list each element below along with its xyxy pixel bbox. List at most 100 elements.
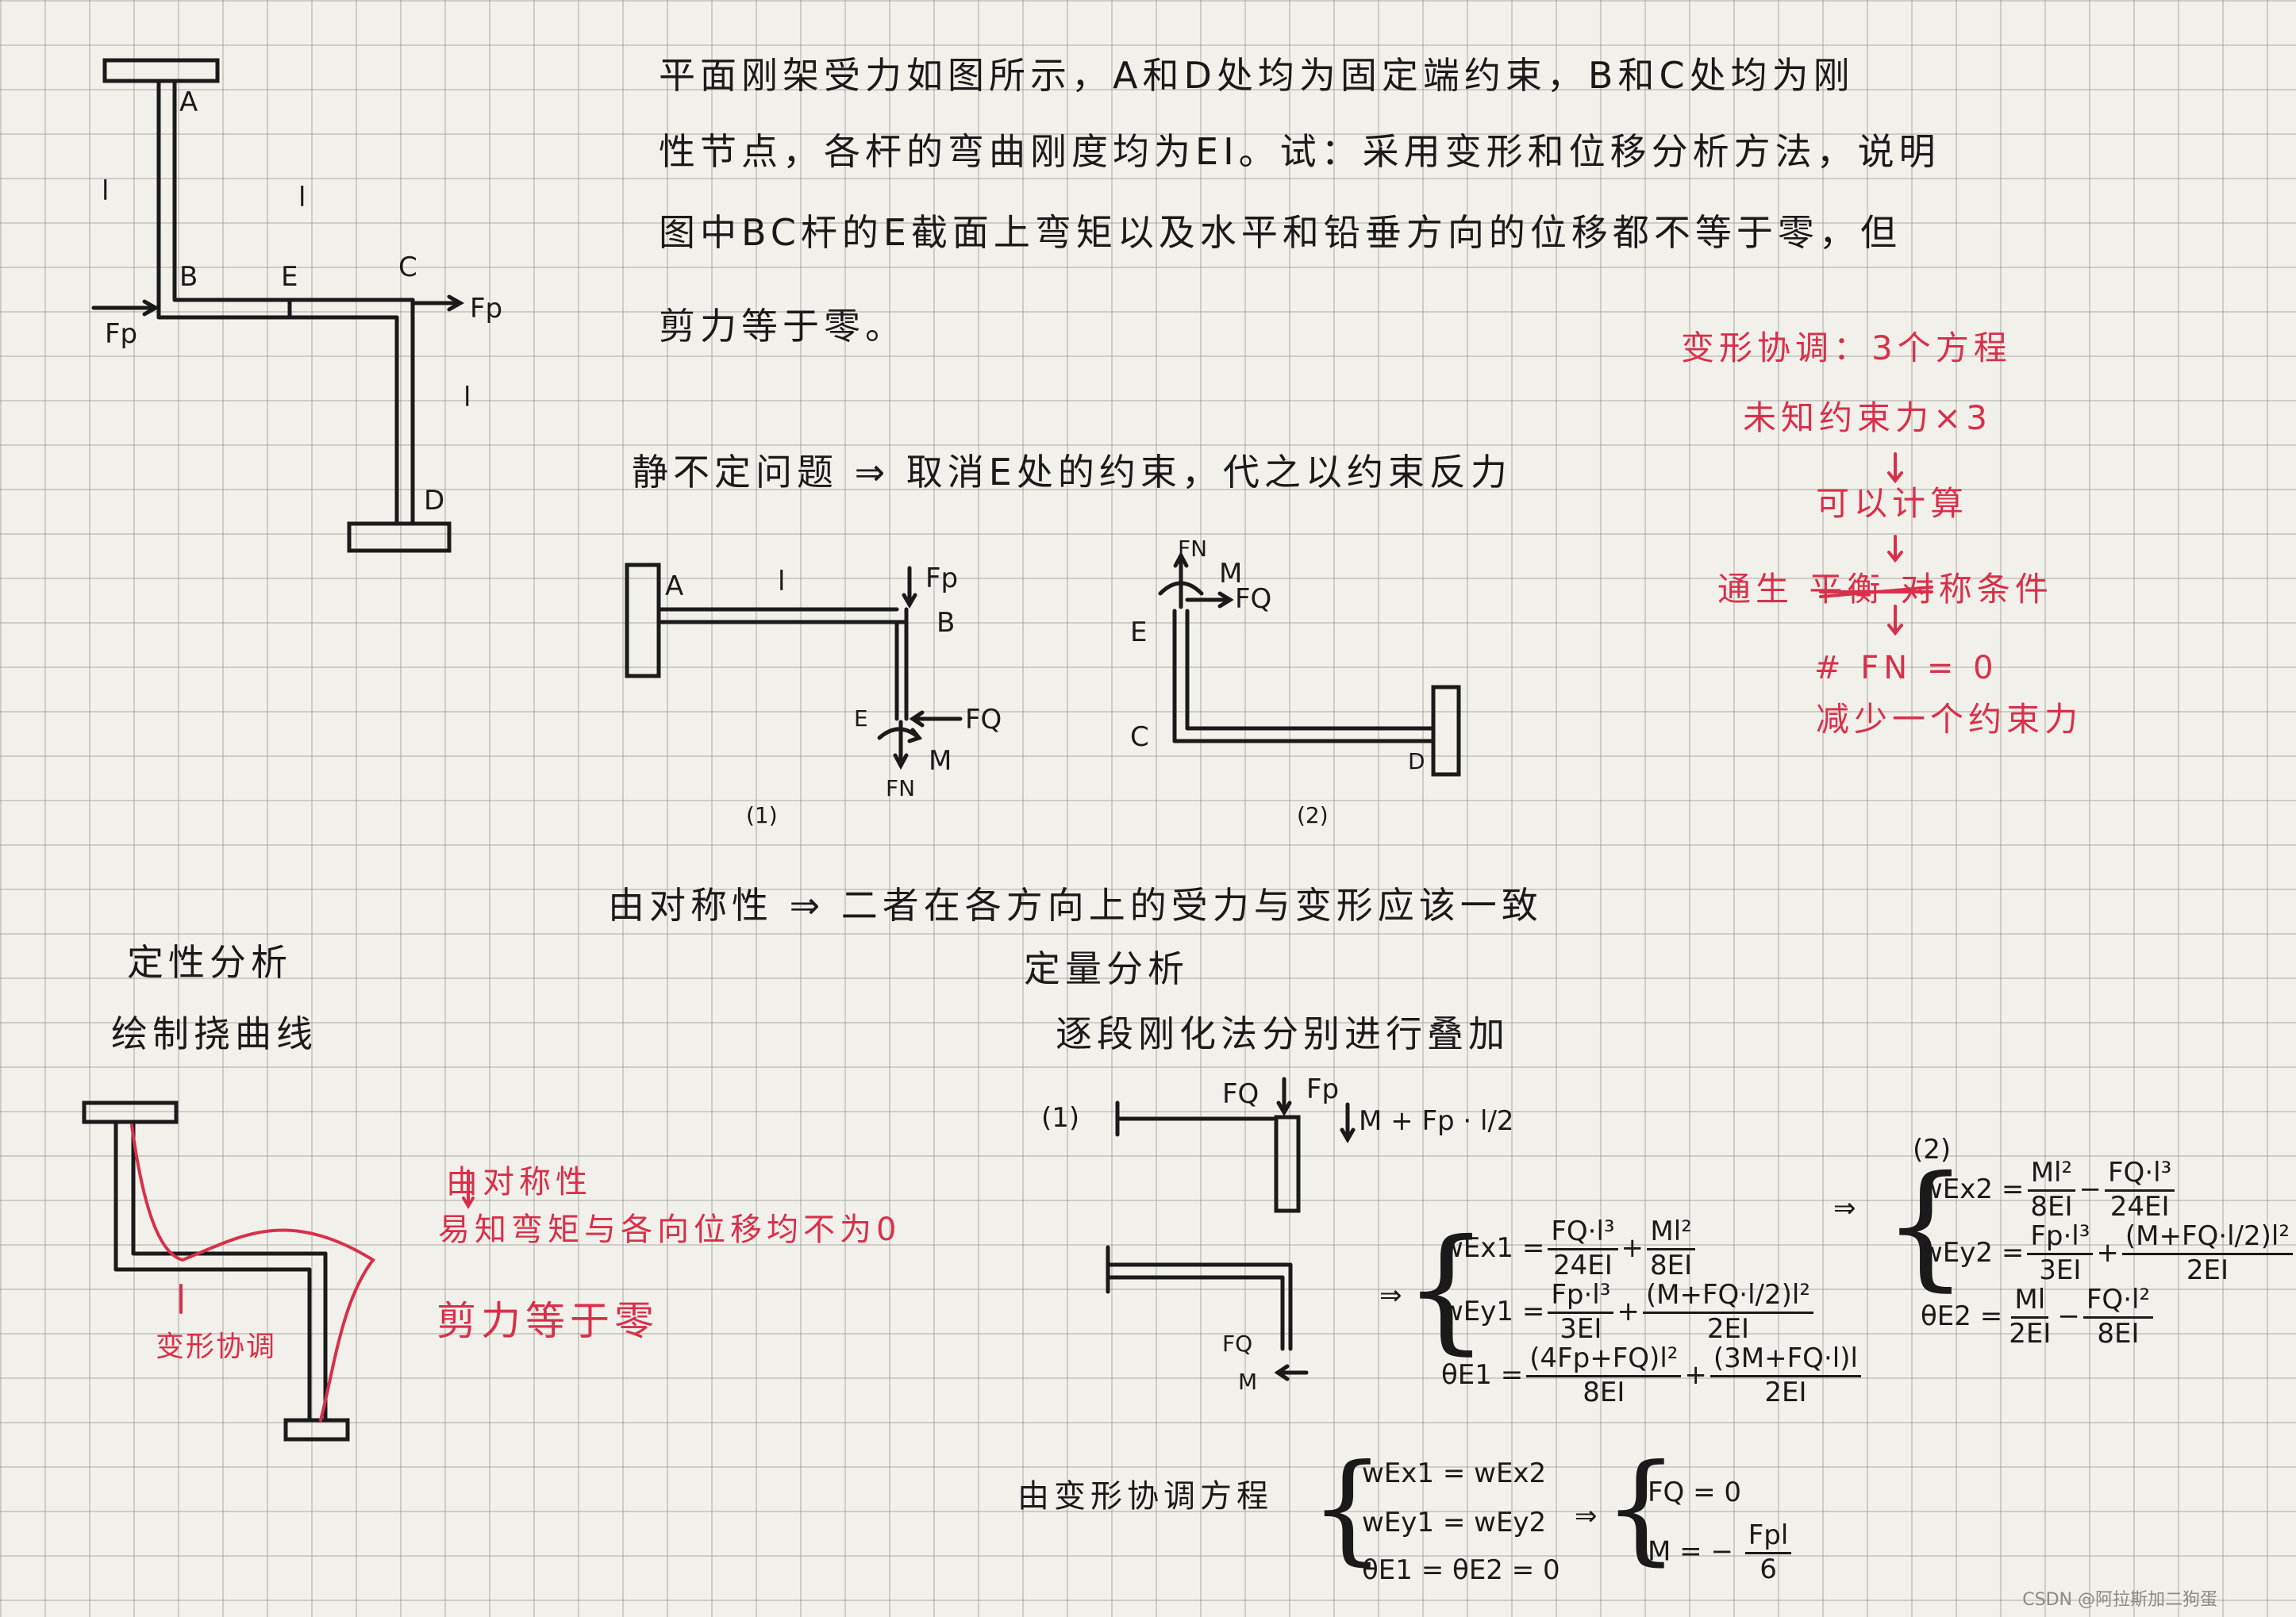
fig1-label-l: l (778, 566, 786, 597)
eq2-wy-b-den: 2EI (2186, 1254, 2229, 1286)
problem-line-1: 平面刚架受力如图所示，A和D处均为固定端约束，B和C处均为刚 (659, 54, 1855, 97)
fig2-label-FN: FN (1178, 536, 1208, 562)
fig2-label-C: C (1130, 721, 1149, 753)
eq1-wx-b-den: 8EI (1650, 1249, 1693, 1281)
eq1-theta-b-den: 2EI (1764, 1376, 1807, 1408)
fig1-label-E: E (854, 705, 868, 732)
red-note-line-2: 未知约束力×3 (1743, 398, 1992, 437)
eq2-caption: (2) (1913, 1134, 1952, 1166)
main-label-l-left: l (102, 175, 110, 207)
red-note-line-4c: 对称条件 (1900, 570, 2053, 609)
eq2-wy-a-num: Fp·l³ (2027, 1222, 2094, 1255)
eq2-wx-lhs: wEx2 = (1921, 1173, 2025, 1206)
main-label-A: A (179, 86, 198, 118)
fig2-label-FQ: FQ (1235, 583, 1272, 615)
qualitative-title: 定性分析 (127, 941, 292, 984)
segment1-Fp: Fp (1306, 1074, 1340, 1105)
compat-result-2-den: 6 (1759, 1553, 1777, 1585)
quantitative-title: 定量分析 (1024, 947, 1189, 990)
sketch-layer (82, 58, 1933, 1442)
eq2-theta-b-num: FQ·l² (2083, 1285, 2154, 1319)
eq2-wx-b-num: FQ·l³ (2105, 1158, 2175, 1192)
eq2-brace: { (1883, 1147, 1969, 1304)
main-label-fp-right: Fp (470, 293, 503, 325)
eq2-wx-b-den: 24EI (2109, 1190, 2170, 1223)
red-note-line-4a: 通生 (1717, 570, 1794, 609)
eq1-wx-lhs: wEx1 = (1441, 1232, 1545, 1265)
problem-line-3: 图中BC杆的E截面上弯矩以及水平和铅垂方向的位移都不等于零，但 (659, 211, 1902, 254)
eq1-theta-a-den: 8EI (1583, 1376, 1625, 1408)
compat-result-1: FQ = 0 (1648, 1477, 1742, 1508)
problem-line-4: 剪力等于零。 (659, 305, 906, 348)
fig2-label-D: D (1408, 748, 1425, 774)
qualitative-subtitle: 绘制挠曲线 (111, 1012, 317, 1055)
main-frame-drawing (91, 58, 465, 553)
eq2-wy-lhs: wEy2 = (1921, 1237, 2025, 1269)
red-note-line-5: # FN = 0 (1814, 650, 1998, 686)
compat-brace: { (1310, 1439, 1386, 1577)
compat-title: 由变形协调方程 (1017, 1478, 1273, 1515)
segment1-moment: M + Fp · l/2 (1359, 1105, 1514, 1137)
fig1-label-A: A (665, 570, 684, 602)
segment2-M: M (1238, 1369, 1258, 1395)
eq2-wy-a-den: 3EI (2039, 1254, 2082, 1286)
fig2-label-M: M (1219, 558, 1243, 590)
fig2-label-E: E (1130, 616, 1148, 648)
eq1-wx-b-num: Ml² (1647, 1217, 1695, 1250)
eq2-theta-a-den: 2EI (2009, 1317, 2052, 1350)
fig1-label-FQ: FQ (965, 704, 1002, 736)
fig1-caption: (1) (746, 802, 778, 828)
red-note-line-4b-struck: 平衡 (1809, 570, 1886, 609)
eq2-theta-lhs: θE2 = (1921, 1300, 2003, 1333)
fig1-label-Fp: Fp (925, 563, 959, 594)
main-label-B: B (179, 261, 198, 293)
fig2-caption: (2) (1297, 802, 1329, 828)
eq2-wx-a-num: Ml² (2027, 1158, 2076, 1192)
eq1-wx-a-num: FQ·l³ (1548, 1217, 1618, 1250)
deflection-curve (130, 1123, 375, 1422)
fig2-drawing (1158, 551, 1461, 777)
fig1-label-M: M (929, 745, 952, 777)
red-note-line-3: 可以计算 (1816, 484, 1969, 523)
red-sym-line-2: 易知弯矩与各向位移均不为0 (438, 1212, 902, 1248)
fig1-drawing (625, 563, 963, 770)
red-sym-line-3: 剪力等于零 (437, 1298, 659, 1344)
eq1-wx-a-den: 24EI (1553, 1249, 1613, 1281)
red-deform-label: 变形协调 (156, 1331, 277, 1363)
compat-result-brace: { (1603, 1439, 1679, 1577)
eq1-theta-b-num: (3M+FQ·l)l (1710, 1344, 1861, 1377)
eq2-theta-a-num: Ml (2011, 1285, 2049, 1319)
main-label-l-mid: l (298, 182, 306, 213)
eq2-wy-b-num: (M+FQ·l/2)l² (2121, 1222, 2293, 1255)
quantitative-subtitle: 逐段刚化法分别进行叠加 (1056, 1012, 1510, 1055)
eq1-brace: { (1403, 1211, 1490, 1368)
red-note-line-4: 通生 平衡 对称条件 (1717, 573, 2053, 606)
compat-implies: ⇒ (1575, 1500, 1598, 1532)
compat-eq-3: θE1 = θE2 = 0 (1362, 1554, 1560, 1586)
symmetry-line: 由对称性 ⇒ 二者在各方向上的受力与变形应该一致 (608, 884, 1543, 927)
compat-result-2-lhs: M = − (1648, 1535, 1733, 1568)
compat-eq-1: wEx1 = wEx2 (1362, 1458, 1547, 1489)
watermark: CSDN @阿拉斯加二狗蛋 (2022, 1590, 2217, 1610)
main-label-fp-left: Fp (105, 318, 138, 350)
eq1-wy-a-den: 3EI (1560, 1312, 1602, 1345)
main-label-l-right: l (463, 382, 471, 413)
deflection-frame-drawing (82, 1100, 350, 1442)
